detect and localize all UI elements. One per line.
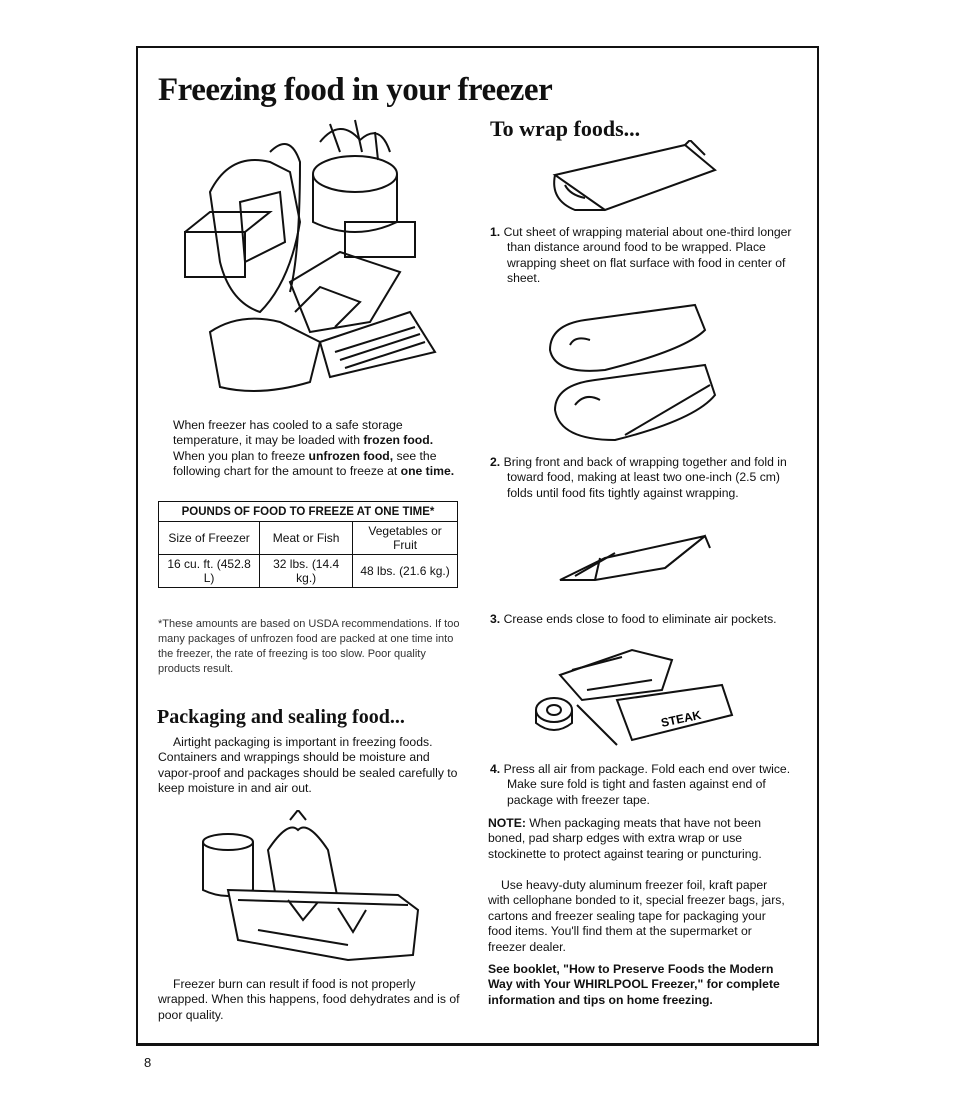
wrap-step4-illustration: STEAK — [535, 648, 734, 746]
freezer-burn-paragraph: Freezer burn can result if food is not p… — [158, 977, 460, 1022]
table-footnote: *These amounts are based on USDA recomme… — [158, 618, 460, 675]
column-header: Vegetables or Fruit — [352, 521, 458, 555]
step-text: Press all air from package. Fold each en… — [503, 762, 791, 807]
note-paragraph: NOTE: When packaging meats that have not… — [488, 816, 791, 862]
wrap-step3-illustration — [559, 534, 711, 581]
wrap-step-3: 3. Crease ends close to food to eliminat… — [490, 612, 807, 627]
packaging-paragraph: Airtight packaging is important in freez… — [158, 735, 458, 796]
page-title: Freezing food in your freezer — [158, 72, 553, 108]
intro-text-1: When freezer has cooled to a safe storag… — [173, 418, 403, 448]
intro-text-3: see the following chart for the amount t… — [173, 448, 437, 479]
step-text: Bring front and back of wrapping togethe… — [503, 455, 787, 500]
frozen-food-illustration — [184, 119, 437, 392]
intro-paragraph: When freezer has cooled to a safe storag… — [158, 418, 462, 480]
wrap-step-2: 2. Bring front and back of wrapping toge… — [490, 455, 807, 501]
wrap-step-1: 1. Cut sheet of wrapping material about … — [490, 225, 807, 287]
step-number: 3. — [490, 612, 501, 626]
wrap-step2-illustration — [548, 303, 717, 442]
step-number: 2. — [490, 455, 501, 469]
booklet-reference: See booklet, "How to Preserve Foods the … — [488, 962, 780, 1007]
packaging-heading: Packaging and sealing food... — [157, 706, 405, 728]
table-cell: 48 lbs. (21.6 kg.) — [352, 554, 458, 588]
intro-unfrozen-food: unfrozen food, — [308, 448, 394, 463]
table-column-headers: Size of Freezer Meat or Fish Vegetables … — [157, 521, 458, 555]
page-number: 8 — [144, 1055, 152, 1070]
table-cell: 32 lbs. (14.4 kg.) — [259, 554, 354, 588]
table-header: POUNDS OF FOOD TO FREEZE AT ONE TIME* — [158, 501, 458, 522]
table-cell: 16 cu. ft. (452.8 L) — [157, 554, 261, 588]
supplies-paragraph: Use heavy-duty aluminum freezer foil, kr… — [488, 878, 785, 954]
intro-text-2: When you plan to freeze — [173, 448, 309, 463]
freeze-amount-table: POUNDS OF FOOD TO FREEZE AT ONE TIME* Si… — [157, 501, 458, 588]
column-header: Meat or Fish — [259, 521, 354, 555]
packaging-illustration — [202, 810, 420, 962]
wrap-heading: To wrap foods... — [490, 116, 641, 141]
step-text: Crease ends close to food to eliminate a… — [503, 612, 777, 626]
page-frame — [136, 46, 819, 1046]
note-label: NOTE: — [488, 816, 526, 830]
column-header: Size of Freezer — [157, 521, 261, 555]
note-text: When packaging meats that have not been … — [488, 816, 762, 861]
intro-frozen-food: frozen food. — [363, 433, 434, 448]
intro-one-time: one time. — [400, 464, 455, 479]
step-number: 4. — [490, 762, 501, 776]
wrap-step1-illustration — [552, 140, 717, 212]
table-row: 16 cu. ft. (452.8 L) 32 lbs. (14.4 kg.) … — [157, 554, 458, 588]
wrap-step-4: 4. Press all air from package. Fold each… — [490, 762, 807, 808]
step-text: Cut sheet of wrapping material about one… — [503, 225, 792, 286]
step-number: 1. — [490, 225, 501, 239]
